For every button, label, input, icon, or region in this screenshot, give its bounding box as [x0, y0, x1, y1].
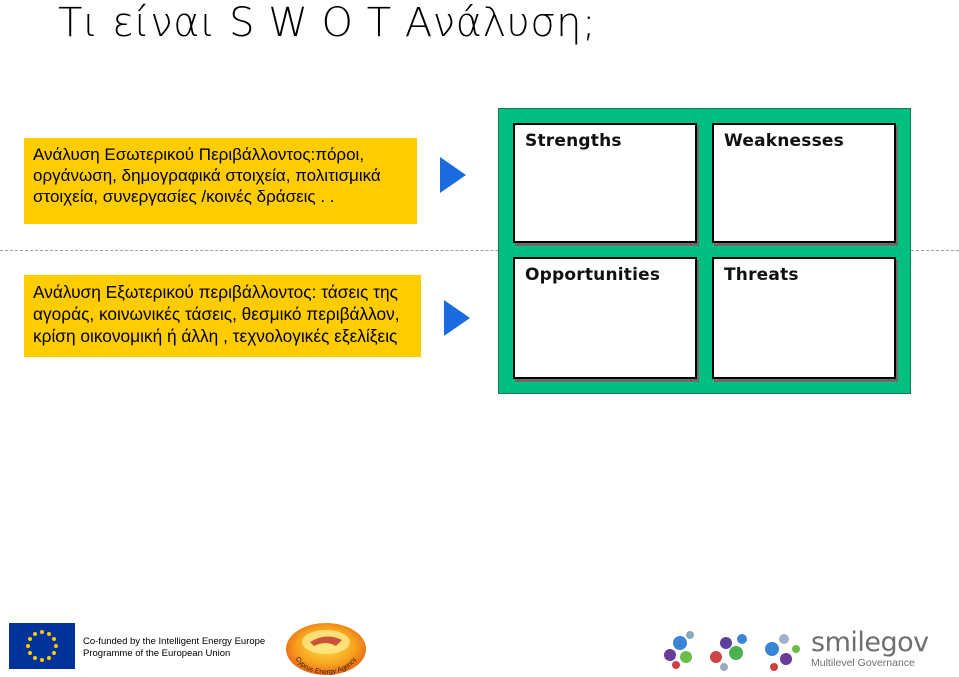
smilegov-subtitle: Multilevel Governance: [811, 657, 915, 669]
threats-label: Threats: [724, 265, 799, 285]
weaknesses-label: Weaknesses: [724, 131, 844, 151]
slide-title: Τι είναι S W O T Ανάλυση;: [58, 0, 596, 46]
eu-text-line-1: Co-funded by the Intelligent Energy Euro…: [83, 636, 266, 647]
external-analysis-box: Ανάλυση Εξωτερικού περιβάλλοντος: τάσεις…: [24, 275, 421, 357]
strengths-label: Strengths: [525, 131, 622, 151]
eu-flag-icon: [9, 623, 75, 669]
opportunities-quadrant: Opportunities: [513, 257, 697, 379]
eu-cofunding-text: Co-funded by the Intelligent Energy Euro…: [83, 636, 265, 660]
smilegov-title: smilegov: [811, 627, 929, 658]
weaknesses-quadrant: Weaknesses: [712, 123, 896, 243]
opportunities-label: Opportunities: [525, 265, 661, 285]
eu-text-line-2: Programme of the European Union: [83, 648, 231, 659]
arrow-right-icon: [444, 300, 470, 336]
footer: Co-funded by the Intelligent Energy Euro…: [0, 615, 959, 676]
strengths-quadrant: Strengths: [513, 123, 697, 243]
arrow-right-icon: [440, 157, 466, 193]
smilegov-molecule-icons: [664, 631, 800, 671]
threats-quadrant: Threats: [712, 257, 896, 379]
divider-line: [0, 250, 959, 251]
cyprus-energy-agency-logo: Cyprus Energy Agency: [286, 623, 366, 676]
internal-analysis-box: Ανάλυση Εσωτερικού Περιβάλλοντος:πόροι, …: [24, 138, 417, 224]
swot-matrix: Strengths Weaknesses Opportunities Threa…: [498, 108, 911, 394]
